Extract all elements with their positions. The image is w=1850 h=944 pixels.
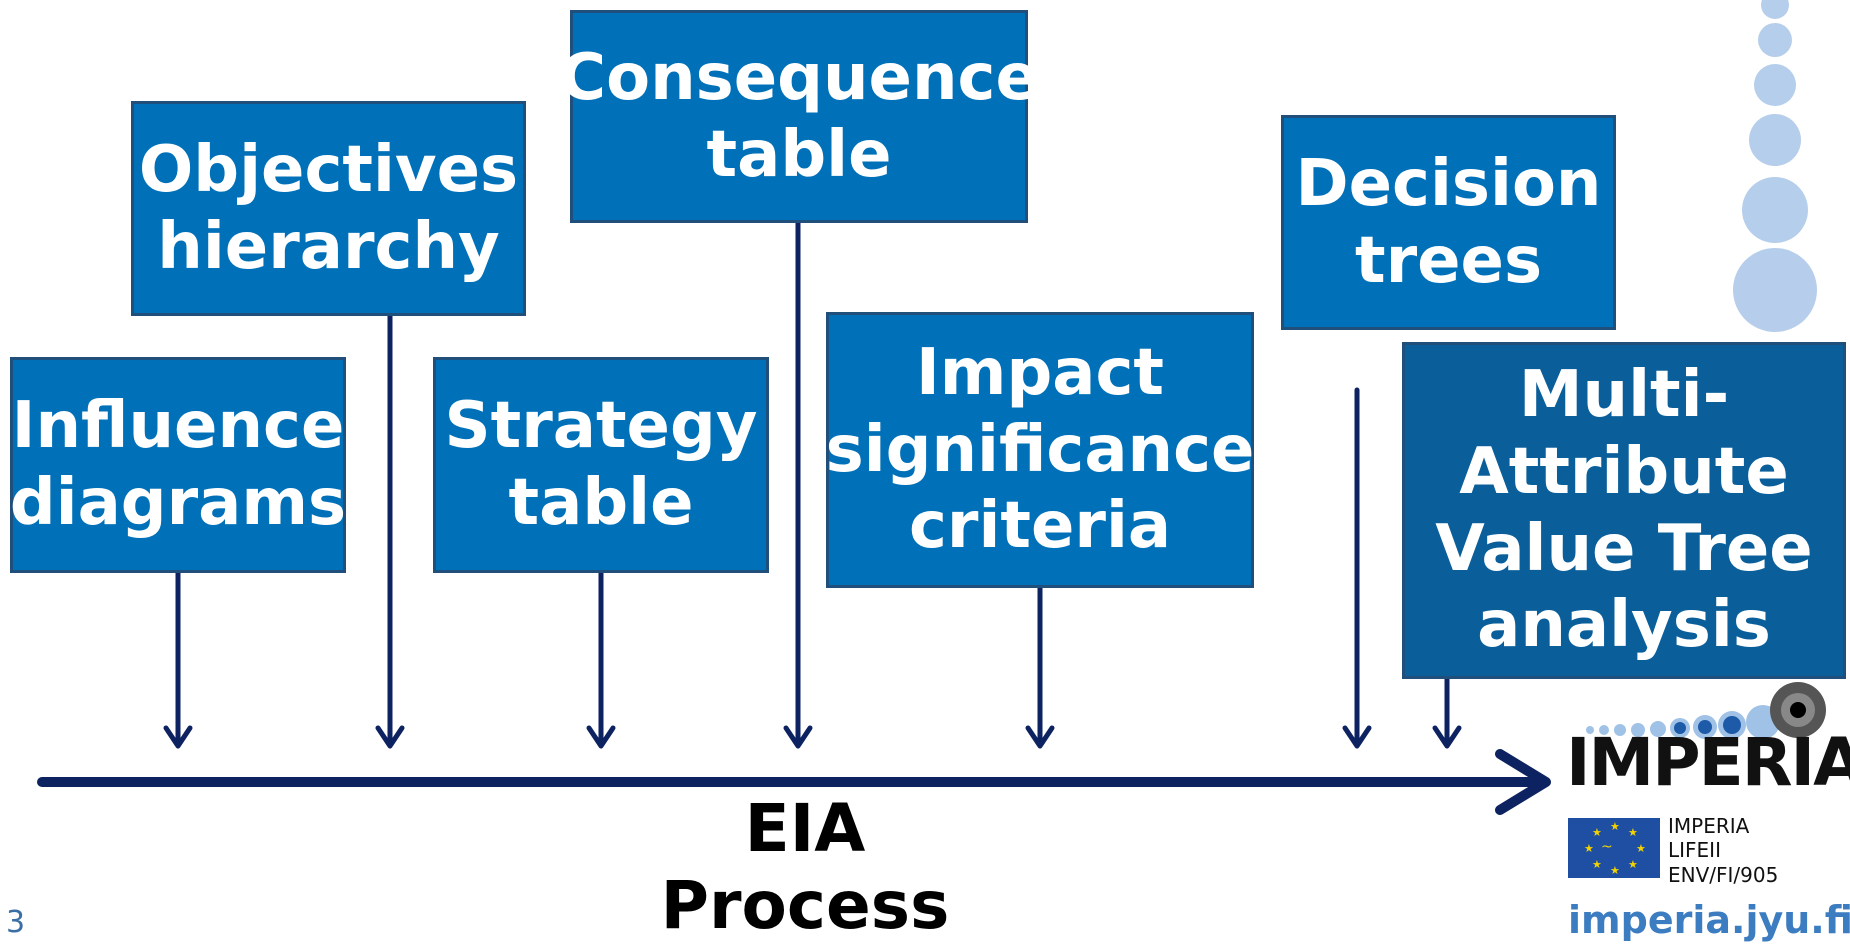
eu-line-2: LIFEII [1668, 838, 1721, 863]
strategy-table-label: Strategy table [444, 389, 758, 540]
eu-line-3: ENV/FI/905 [1668, 862, 1779, 887]
strategy-table-box: Strategy table [433, 357, 769, 573]
eu-life-text: IMPERIA LIFEII ENV/FI/905 [1668, 814, 1778, 887]
consequence-table-box: Consequence table [559, 10, 1039, 223]
arrow-decision [1342, 387, 1372, 749]
multi-attribute-value-tree-label: Multi- Attribute Value Tree analysis [1435, 357, 1813, 663]
objectives-hierarchy-label: Objectives hierarchy [138, 132, 519, 284]
consequence-table-label: Consequence table [559, 40, 1039, 192]
arrow-influence [163, 569, 193, 749]
imperia-logo: IMPERIA ★ ★ ★ ★ ★ ★ ★ ★ ~ IMPERIA LIFEII… [1560, 680, 1850, 942]
decision-trees-box: Decision trees [1281, 115, 1616, 330]
arrow-strategy [586, 569, 616, 749]
decision-trees-label: Decision trees [1295, 146, 1602, 298]
influence-diagrams-label: Influence diagrams [9, 389, 347, 540]
impact-significance-criteria-box: Impact significance criteria [826, 312, 1254, 588]
page-number: 3 [6, 905, 26, 940]
impact-significance-criteria-label: Impact significance criteria [825, 335, 1255, 564]
imperia-wordmark: IMPERIA [1566, 724, 1850, 801]
arrow-objectives [375, 312, 405, 749]
multi-attribute-value-tree-box: Multi- Attribute Value Tree analysis [1402, 342, 1846, 679]
objectives-hierarchy-box: Objectives hierarchy [131, 101, 526, 316]
influence-diagrams-box: Influence diagrams [10, 357, 346, 573]
logo-dots-icon [1586, 682, 1826, 739]
eu-life-flag-icon: ★ ★ ★ ★ ★ ★ ★ ★ ~ [1568, 818, 1660, 878]
arrow-impact [1025, 584, 1055, 749]
arrow-consequence [783, 219, 813, 749]
eia-process-arrow [37, 749, 1551, 815]
eia-process-label: EIA Process [660, 790, 950, 944]
bubbles-decoration [1733, 0, 1817, 332]
eu-line-1: IMPERIA [1668, 814, 1750, 838]
website-link[interactable]: imperia.jyu.fi [1568, 898, 1850, 942]
